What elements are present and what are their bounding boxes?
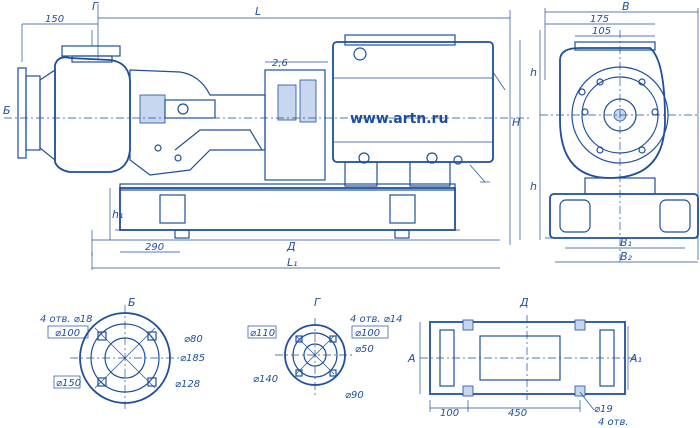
view-b-d80: ⌀80 <box>184 334 203 345</box>
view-b-tol: ⌀100 <box>55 328 80 339</box>
view-g-d110: ⌀110 <box>250 328 275 339</box>
view-d-label-a1: А₁ <box>629 352 642 365</box>
view-b-holes: 4 отв. ⌀18 <box>40 314 92 325</box>
label-b-left: Б <box>3 104 11 117</box>
view-g-d140: ⌀140 <box>253 374 278 385</box>
dim-150: 150 <box>45 14 64 25</box>
view-g-title: Г <box>314 296 321 309</box>
label-h-side-upper: h <box>530 66 537 79</box>
view-d-d19: ⌀19 <box>594 404 613 415</box>
view-g: Г ⌀110 4 отв. ⌀14 ⌀100 ⌀50 ⌀140 ⌀90 <box>247 296 402 401</box>
watermark: www.artn.ru <box>350 111 448 127</box>
label-b2: B₂ <box>620 250 633 263</box>
label-h-main: H <box>512 116 520 129</box>
view-g-d90: ⌀90 <box>345 390 364 401</box>
view-b-d150: ⌀150 <box>56 378 81 389</box>
view-d-dim-100: 100 <box>440 408 459 419</box>
view-g-holes: 4 отв. ⌀14 <box>350 314 402 325</box>
view-d-title: Д <box>519 296 529 309</box>
view-g-tol: ⌀100 <box>355 328 380 339</box>
label-v: В <box>622 0 630 13</box>
dim-290: 290 <box>145 242 164 253</box>
label-b1: B₁ <box>620 236 632 249</box>
dim-2-6: 2,6 <box>272 58 288 69</box>
view-d: Д А А₁ 100 450 ⌀19 4 отв. <box>407 296 642 428</box>
view-b: Б 4 отв. ⌀18 ⌀100 ⌀80 ⌀185 ⌀128 ⌀150 <box>40 296 205 410</box>
label-l: L <box>255 5 261 18</box>
label-d-main: Д <box>286 240 296 253</box>
view-d-holes: 4 отв. <box>598 417 629 428</box>
dim-175: 175 <box>590 14 609 25</box>
view-b-d185: ⌀185 <box>180 353 205 364</box>
view-b-title: Б <box>128 296 136 309</box>
label-h1: h₁ <box>112 208 123 221</box>
main-view: 150 Г L 2,6 <box>3 0 530 270</box>
label-l1: L₁ <box>287 256 298 269</box>
view-d-label-a: А <box>407 352 416 365</box>
label-g-top: Г <box>92 0 99 13</box>
view-d-dim-450: 450 <box>508 408 527 419</box>
view-b-d128: ⌀128 <box>175 379 200 390</box>
side-view: В 175 105 h h B₁ B₂ <box>530 0 699 265</box>
label-h-side-lower: h <box>530 180 537 193</box>
view-g-d50: ⌀50 <box>355 344 374 355</box>
dim-105: 105 <box>592 26 611 37</box>
